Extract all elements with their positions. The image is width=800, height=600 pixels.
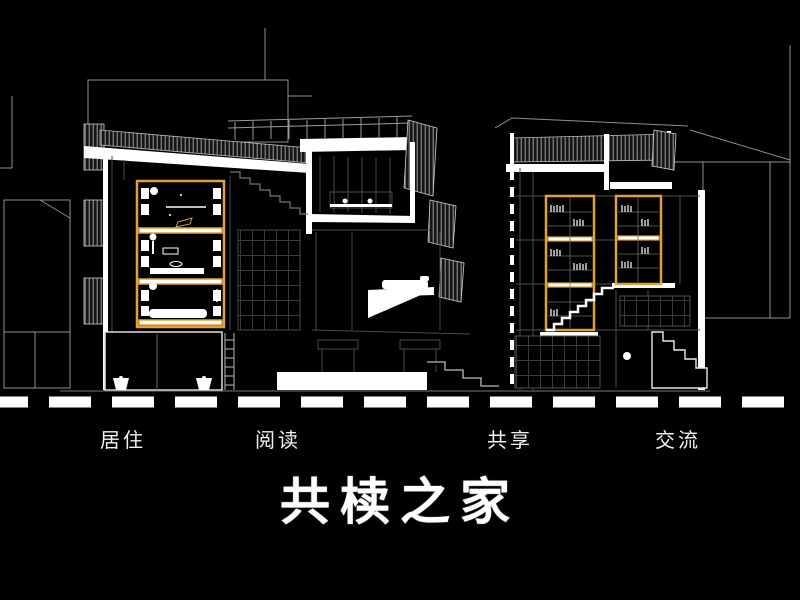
bookshelf-icon xyxy=(141,188,221,316)
room-top xyxy=(150,187,206,228)
ground xyxy=(0,390,800,408)
toilet-icon xyxy=(196,376,212,390)
ladder-icon xyxy=(224,333,235,390)
louver-icon xyxy=(83,123,105,325)
room-middle xyxy=(149,233,204,274)
roof-left xyxy=(84,129,413,173)
project-title: 共椟之家 xyxy=(280,472,520,531)
structure-left xyxy=(103,142,434,390)
right-section xyxy=(506,129,708,390)
bookshelf-icon xyxy=(550,205,649,316)
label-sharing: 共享 xyxy=(487,428,533,452)
interior-detail-right xyxy=(514,168,700,390)
roof-railing xyxy=(510,129,677,171)
person-icon xyxy=(150,187,158,195)
label-communication: 交流 xyxy=(655,428,701,452)
terrace-steps xyxy=(651,331,708,389)
label-reading: 阅读 xyxy=(255,428,301,452)
bar-counter-icon xyxy=(330,198,392,207)
stair-icon xyxy=(546,286,614,332)
structure-right xyxy=(506,134,705,390)
roof-railing xyxy=(227,115,413,140)
left-section xyxy=(83,115,499,391)
bed-icon xyxy=(149,309,207,318)
highlight-room-stack-right xyxy=(544,194,663,332)
toilet-icon xyxy=(623,352,631,360)
person-icon xyxy=(149,233,157,241)
ground-room xyxy=(104,331,223,391)
bed-icon xyxy=(382,276,429,289)
highlight-room-stack-left xyxy=(135,179,226,329)
stair-icon xyxy=(230,171,308,215)
room-bottom xyxy=(149,282,221,318)
label-living: 居住 xyxy=(100,428,146,452)
toilet-icon xyxy=(113,376,129,390)
person-icon xyxy=(149,282,157,290)
base-steps xyxy=(427,361,499,387)
